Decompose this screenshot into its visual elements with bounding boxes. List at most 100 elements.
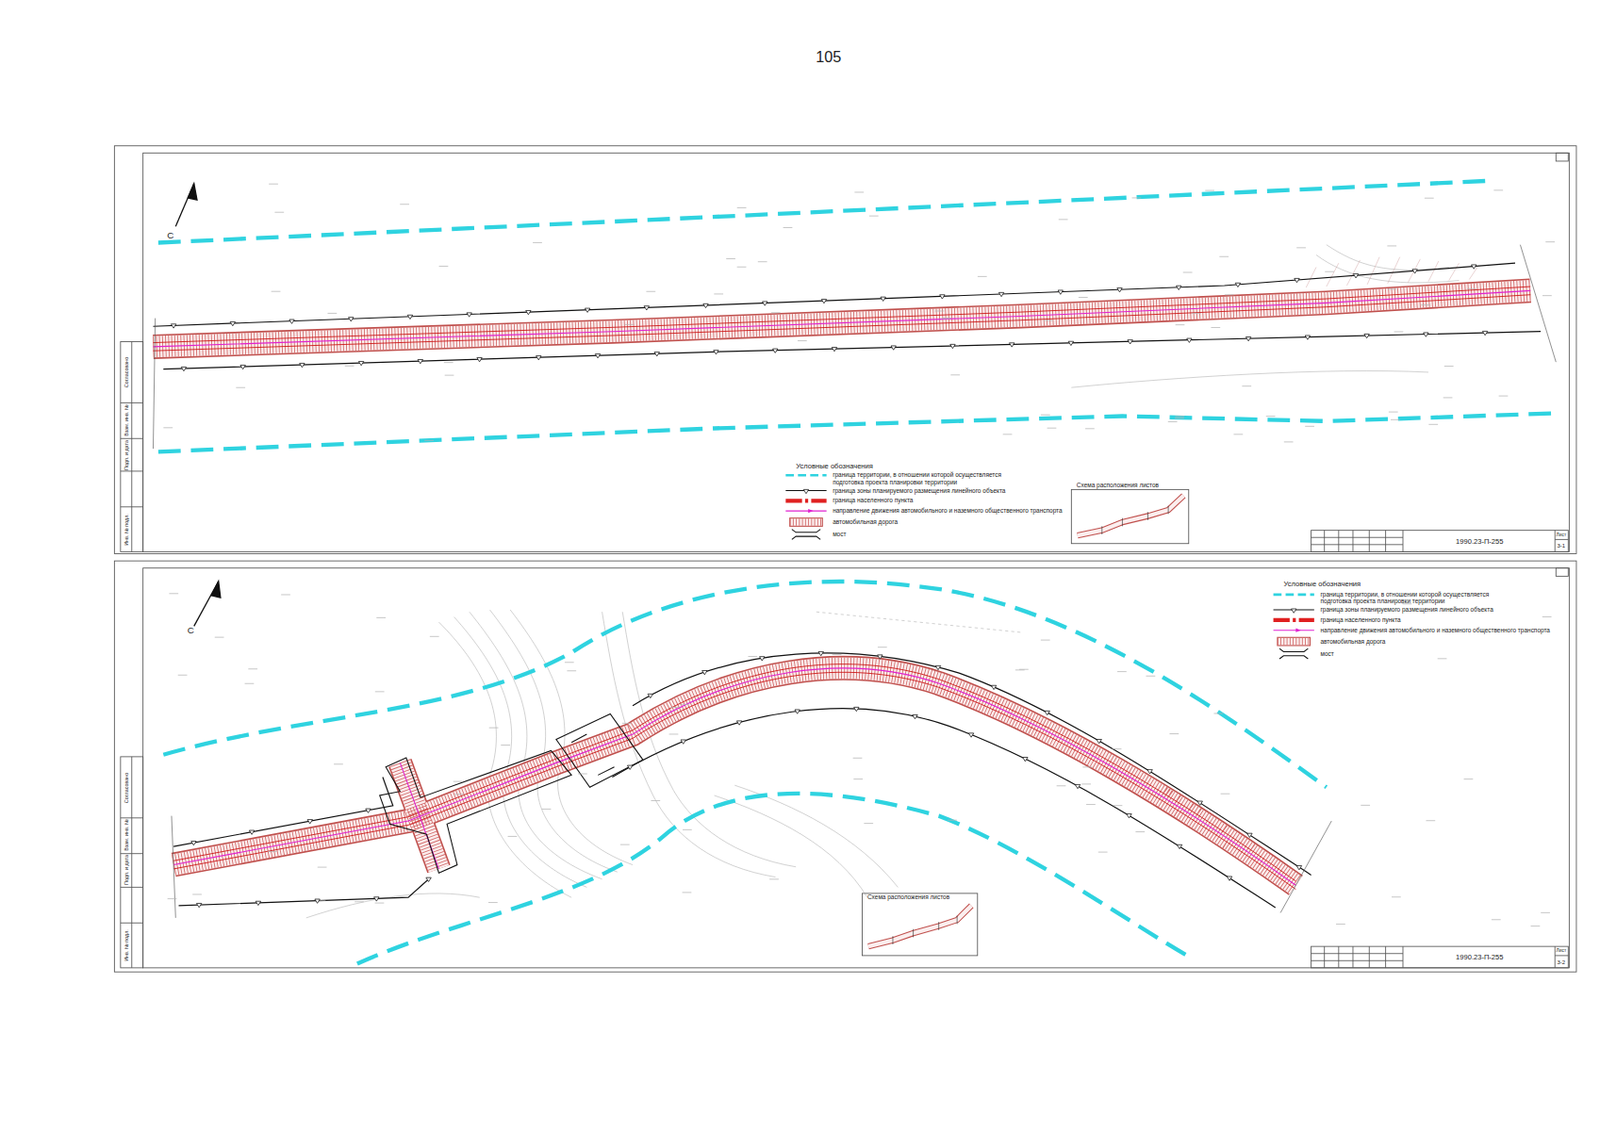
drawing-path: [1295, 628, 1301, 633]
marks-line: [1386, 245, 1397, 247]
marks-line: [622, 723, 632, 725]
drawing-line: [1273, 618, 1315, 623]
frames-line: [1369, 946, 1370, 969]
triangles-path: [1187, 338, 1192, 343]
triangles-path: [248, 830, 254, 835]
marks-line: [682, 829, 693, 831]
marks-line: [1531, 925, 1541, 927]
marks-line: [375, 691, 385, 693]
triangles-path: [912, 714, 918, 719]
triangles-path: [240, 364, 246, 369]
marks-line: [797, 340, 808, 342]
marks-line: [1078, 296, 1089, 298]
marks-line: [863, 823, 874, 825]
stamp-label: Подп. и дата: [123, 855, 130, 886]
triangles-path: [191, 841, 197, 846]
sheet-label: Условные обозначения: [1283, 580, 1361, 590]
drawing-path: [173, 668, 1296, 886]
legend-samples-g: [785, 475, 1315, 660]
sheet-label: 1990.23-П-255: [1455, 954, 1503, 963]
marks-line: [1437, 658, 1448, 660]
marks-line: [280, 593, 291, 595]
marks-line: [1219, 256, 1229, 258]
frames-g: [114, 146, 1577, 973]
marks-line: [1168, 421, 1178, 423]
marks-line: [853, 778, 863, 780]
marks-line: [1204, 190, 1215, 192]
triangles-path: [1352, 274, 1358, 279]
marks-line: [737, 266, 747, 268]
marks-line: [1336, 923, 1346, 925]
triangles-path: [1068, 341, 1073, 346]
marks-line: [453, 781, 463, 783]
triangles-path: [773, 348, 778, 353]
marks-line: [853, 758, 863, 759]
marks-line: [942, 317, 953, 319]
stamp-label: Согласовано: [123, 772, 130, 804]
frames-line: [1311, 544, 1403, 545]
frames-rect: [1555, 152, 1568, 162]
legend-sample: [1273, 628, 1315, 633]
frames-line: [1402, 946, 1403, 969]
frames-line: [1352, 946, 1353, 969]
frames-line: [1337, 530, 1339, 553]
sheet-label: Схема расположения листов: [1076, 481, 1159, 489]
cyan-path: [158, 181, 1495, 244]
marks-line: [167, 898, 178, 900]
stamp-label: Взам. инв. №: [123, 820, 130, 853]
marks-line: [1056, 785, 1067, 787]
roads-g: [152, 286, 1531, 890]
marks-line: [564, 661, 575, 663]
marks-line: [1169, 733, 1179, 735]
marks-line: [445, 375, 455, 377]
triangles-path: [1364, 333, 1370, 338]
marks-line: [444, 362, 454, 363]
stamp-label: Согласовано: [123, 357, 130, 389]
triangles-path: [654, 352, 660, 357]
triangles-path: [940, 295, 945, 299]
marks-line: [935, 310, 945, 312]
roads-g: [152, 290, 1531, 886]
bridge-polygon: [556, 713, 644, 788]
triangles-path: [1147, 770, 1153, 775]
marks-line: [245, 683, 255, 685]
frames-rect: [1555, 568, 1568, 578]
frames-line: [1385, 530, 1386, 553]
triangles-path: [818, 651, 824, 656]
marks-line: [500, 744, 511, 746]
marks-line: [1233, 433, 1243, 435]
triangles-g: [170, 264, 1487, 908]
triangles-path: [181, 366, 186, 371]
marks-line: [1545, 241, 1555, 243]
triangles-path: [1176, 844, 1182, 849]
north-polygon: [187, 183, 198, 200]
legend-sample: [790, 518, 824, 528]
marks-line: [769, 878, 779, 880]
legend-text: граница населенного пункта: [1319, 616, 1401, 624]
marks-line: [455, 793, 465, 795]
marks-line: [1443, 396, 1453, 398]
frames-rect: [114, 146, 1577, 555]
triangles-path: [831, 347, 837, 352]
marks-line: [650, 800, 660, 802]
triangles-path: [348, 317, 354, 322]
triangles-path: [1127, 340, 1133, 345]
marks-line: [1540, 912, 1551, 914]
triangles-path: [1296, 866, 1302, 871]
marks-line: [345, 365, 355, 367]
sheet-ends-line: [1519, 245, 1556, 363]
frames-line: [1554, 530, 1556, 553]
north-g: [175, 183, 221, 627]
marks-line: [1003, 433, 1013, 435]
boundaries-path: [611, 709, 1275, 908]
marks-line: [168, 593, 179, 594]
sheet-label: 1990.23-П-255: [1455, 537, 1503, 546]
triangles-path: [762, 301, 768, 306]
marks-line: [247, 668, 258, 670]
triangles-path: [736, 721, 742, 726]
frames-rect: [1311, 946, 1569, 969]
frames-line: [1311, 953, 1403, 955]
triangles-path: [880, 296, 886, 301]
